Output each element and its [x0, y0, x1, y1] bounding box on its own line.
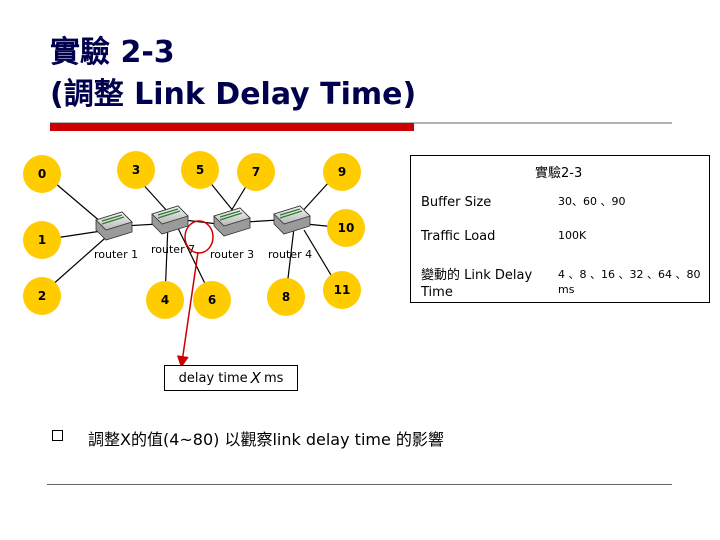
param-value: 4 、8 、16 、32 、64 、80 ms — [558, 268, 701, 296]
node-2-label: 2 — [38, 289, 46, 303]
router-3-icon — [213, 207, 251, 237]
node-1: 1 — [23, 221, 61, 259]
router-4-icon — [273, 205, 311, 235]
param-key: 變動的 Link Delay Time — [421, 268, 533, 300]
router-7-label: router 7 — [151, 243, 195, 256]
highlighted-link-circle — [184, 220, 214, 254]
param-value: 100K — [558, 229, 587, 242]
title-line-2: (調整 Link Delay Time) — [50, 77, 417, 112]
node-6-label: 6 — [208, 293, 216, 307]
node-4: 4 — [146, 281, 184, 319]
network-diagram: router 1 router 7 router 3 router 4 0 1 … — [23, 151, 365, 368]
node-10-label: 10 — [338, 221, 355, 235]
node-1-label: 1 — [38, 233, 46, 247]
footer-divider — [47, 484, 672, 485]
end-nodes: 0 1 2 3 4 5 6 7 8 9 10 11 — [23, 151, 365, 319]
router-7-icon — [151, 205, 189, 235]
title-line-1: 實驗 2-3 — [50, 35, 175, 70]
node-5: 5 — [181, 151, 219, 189]
router-1-label: router 1 — [94, 248, 138, 261]
node-6: 6 — [193, 281, 231, 319]
experiment-parameters-box: 實驗2-3 Buffer Size 30、60 、90 Traffic Load… — [410, 155, 710, 303]
param-key: Buffer Size — [421, 195, 492, 210]
node-2: 2 — [23, 277, 61, 315]
node-11: 11 — [323, 271, 361, 309]
slide-title: 實驗 2-3 (調整 Link Delay Time) — [50, 32, 416, 116]
delay-label-prefix: delay time — [178, 370, 248, 386]
node-4-label: 4 — [161, 293, 169, 307]
highlight-arrow — [176, 251, 199, 368]
delay-label-unit: ms — [263, 370, 284, 386]
param-value: 30、60 、90 — [558, 195, 626, 208]
experiment-title: 實驗2-3 — [535, 166, 583, 181]
bullet-text: 調整X的值(4~80) 以觀察link delay time 的影響 — [88, 430, 444, 449]
square-bullet-icon — [52, 430, 63, 441]
router-labels: router 1 router 7 router 3 router 4 — [94, 243, 312, 261]
routers — [95, 205, 311, 241]
node-0: 0 — [23, 155, 61, 193]
delay-label-variable: X — [250, 369, 261, 387]
router-4-label: router 4 — [268, 248, 312, 261]
node-3-label: 3 — [132, 163, 140, 177]
node-9: 9 — [323, 153, 361, 191]
node-7-label: 7 — [252, 165, 260, 179]
node-8-label: 8 — [282, 290, 290, 304]
router-3-label: router 3 — [210, 248, 254, 261]
node-9-label: 9 — [338, 165, 346, 179]
node-7: 7 — [237, 153, 275, 191]
router-1-icon — [95, 211, 133, 241]
node-8: 8 — [267, 278, 305, 316]
link-r7-r3 — [183, 219, 219, 225]
node-10: 10 — [327, 209, 365, 247]
delay-time-label-box: delay time X ms — [164, 365, 298, 391]
node-3: 3 — [117, 151, 155, 189]
title-underline-red — [50, 123, 414, 131]
node-11-label: 11 — [334, 283, 351, 297]
node-5-label: 5 — [196, 163, 204, 177]
param-key: Traffic Load — [421, 229, 496, 244]
node-0-label: 0 — [38, 167, 46, 181]
link-r3-r4 — [245, 219, 279, 223]
